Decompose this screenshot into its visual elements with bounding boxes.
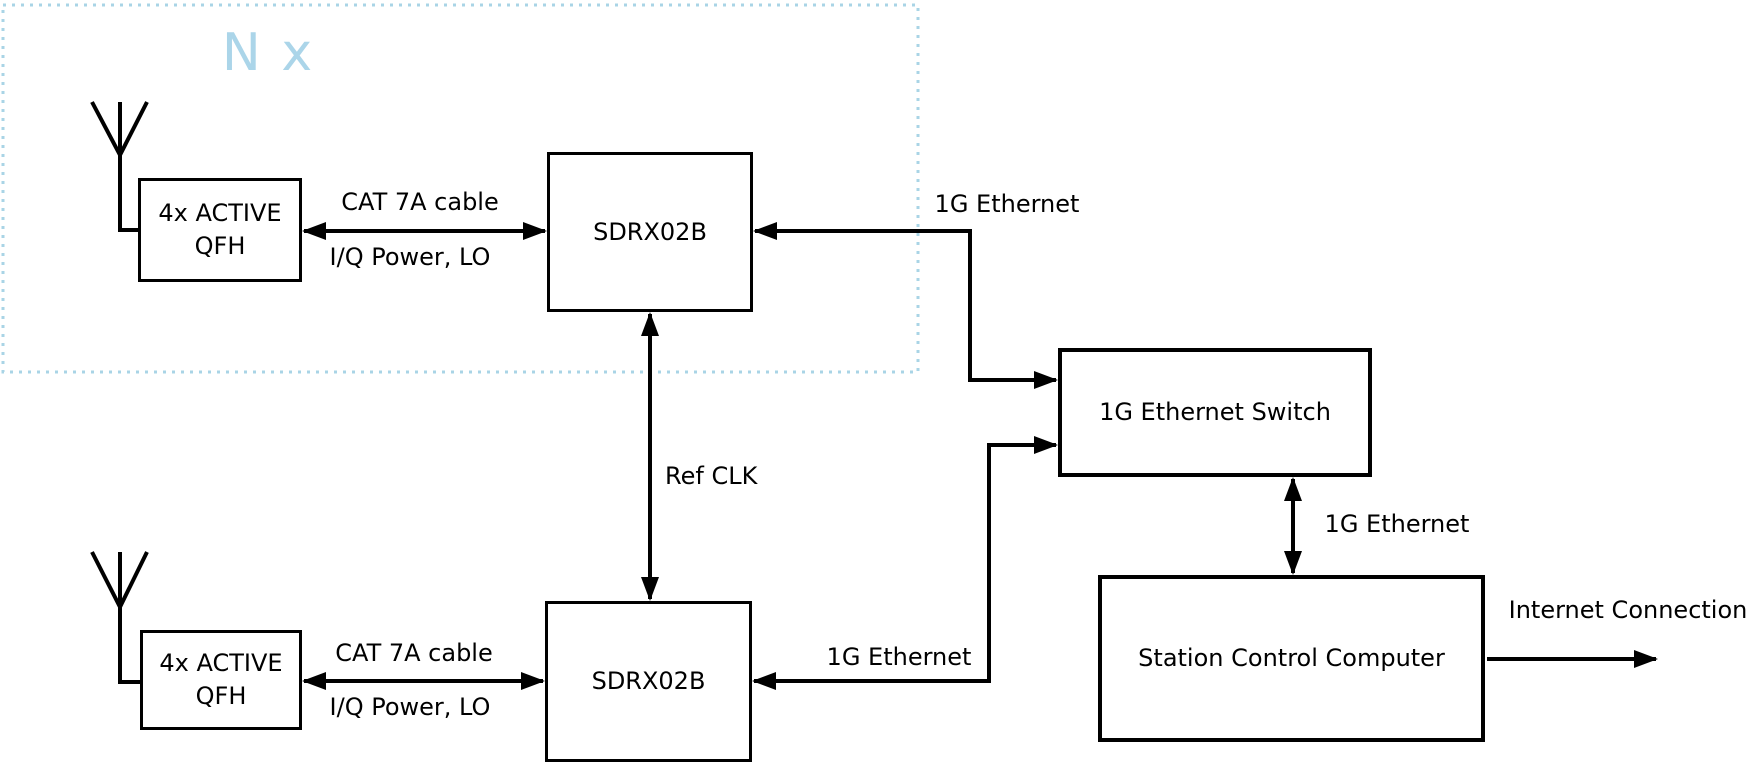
node-sdrx-bottom: SDRX02B (545, 601, 752, 762)
node-sdrx-top: SDRX02B (547, 152, 753, 312)
group-multiplier-label: N x (221, 23, 315, 83)
edge-label-eth-switch-computer: 1G Ethernet (1324, 510, 1470, 538)
antenna-bottom-icon (90, 551, 149, 684)
edge-label-iq-power-top: I/Q Power, LO (329, 243, 491, 271)
node-qfh-bottom: 4x ACTIVE QFH (140, 630, 302, 730)
edge-label-cat7a-bottom: CAT 7A cable (335, 639, 493, 667)
antenna-top-icon (90, 101, 149, 232)
arrow-eth-bottom (752, 436, 1058, 690)
edge-label-cat7a-top: CAT 7A cable (341, 188, 499, 216)
edge-label-eth-top: 1G Ethernet (934, 190, 1080, 218)
edge-label-eth-bottom: 1G Ethernet (826, 643, 972, 671)
node-ethernet-switch-label: 1G Ethernet Switch (1099, 398, 1331, 426)
node-sdrx-bottom-label: SDRX02B (591, 667, 706, 695)
node-station-control-computer-label: Station Control Computer (1138, 644, 1445, 672)
node-sdrx-top-label: SDRX02B (593, 217, 707, 246)
node-station-control-computer: Station Control Computer (1098, 575, 1485, 742)
edge-label-iq-power-bottom: I/Q Power, LO (329, 693, 491, 721)
node-qfh-top-label-line2: QFH (194, 232, 246, 260)
node-qfh-top-label-line1: 4x ACTIVE (158, 199, 282, 227)
node-ethernet-switch: 1G Ethernet Switch (1058, 348, 1372, 477)
edge-label-internet-connection: Internet Connection (1508, 596, 1746, 624)
arrow-eth-top (753, 222, 1058, 389)
node-qfh-bottom-label-line1: 4x ACTIVE (159, 649, 283, 677)
node-qfh-bottom-label-line2: QFH (195, 682, 247, 710)
edge-label-ref-clk: Ref CLK (665, 462, 758, 490)
group-dashed-border (1, 3, 920, 374)
node-qfh-top: 4x ACTIVE QFH (138, 178, 302, 282)
